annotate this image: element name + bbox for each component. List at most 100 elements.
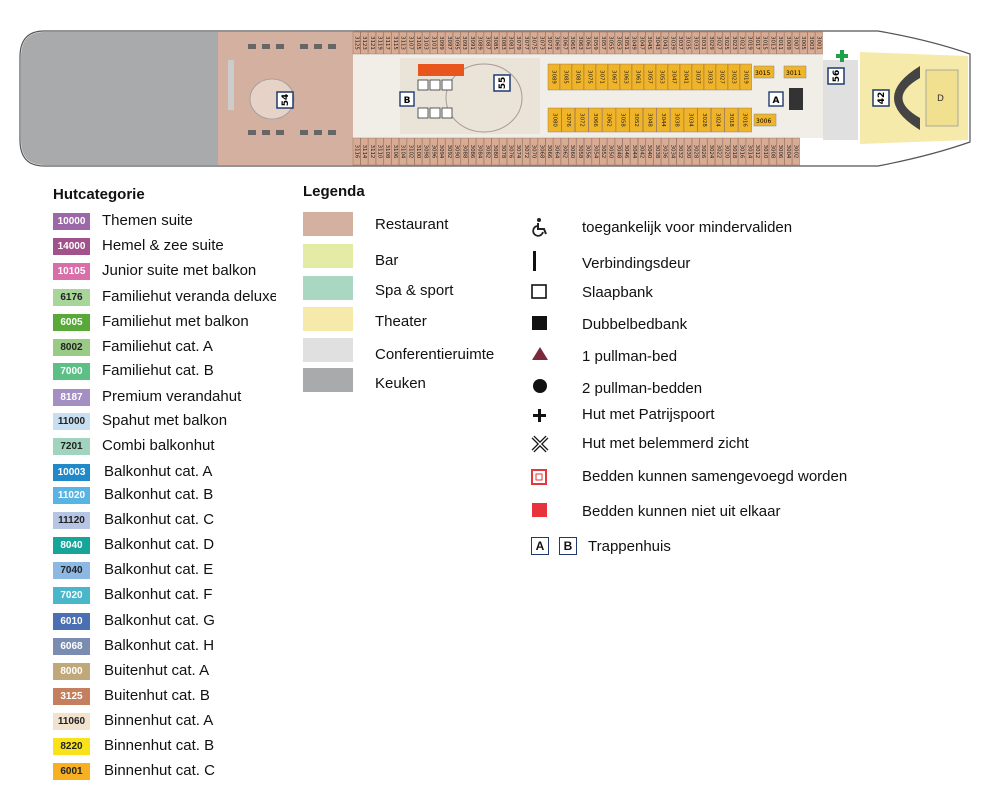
cabin-3021 bbox=[738, 31, 746, 55]
cabin-3108 bbox=[383, 137, 392, 166]
cabin-label: 3074 bbox=[515, 145, 521, 159]
cabin-label: 3077 bbox=[523, 36, 529, 50]
cabin-3001 bbox=[815, 31, 823, 55]
kitchen-area bbox=[21, 32, 218, 165]
cabin-3011-label: 3011 bbox=[786, 70, 801, 77]
category-label: Balkonhut cat. B bbox=[104, 486, 214, 503]
cabin-3084 bbox=[476, 137, 484, 166]
cabin-3032 bbox=[676, 137, 685, 166]
inner-cabin-3044 bbox=[656, 107, 671, 133]
stair-steps bbox=[789, 88, 803, 110]
cabin-3015 bbox=[761, 31, 769, 55]
category-label: Familiehut veranda deluxe bbox=[102, 288, 276, 305]
pullman-bed-icon bbox=[532, 347, 548, 360]
stairwell-a-label: A bbox=[773, 96, 780, 106]
inner-cabin-3038 bbox=[670, 107, 684, 133]
cabin-3025 bbox=[722, 31, 731, 55]
cabin-3076 bbox=[506, 137, 515, 166]
cabin-3007 bbox=[791, 31, 800, 55]
beds-fixed-icon bbox=[532, 503, 547, 517]
cabin-3082 bbox=[483, 137, 492, 166]
cabin-3023 bbox=[730, 31, 739, 55]
cabin-3043 bbox=[653, 31, 661, 55]
cabin-label: 3019 bbox=[746, 36, 752, 50]
inner-cabin-label: 3041 bbox=[683, 70, 689, 84]
cabin-3054 bbox=[591, 137, 600, 166]
cabin-label: 3015 bbox=[762, 36, 768, 50]
category-code-badge: 11120 bbox=[53, 512, 90, 529]
cabin-label: 3038 bbox=[654, 145, 660, 159]
area-55-label: 55 bbox=[498, 77, 508, 90]
cabin-label: 3069 bbox=[554, 36, 560, 50]
cabin-3113 bbox=[399, 31, 407, 55]
cabin-label: 3009 bbox=[785, 36, 791, 50]
cabin-label: 3104 bbox=[400, 145, 406, 159]
inner-cabin-3072 bbox=[575, 107, 589, 133]
stairwell-b-marker bbox=[399, 91, 415, 107]
inner-cabin-label: 3072 bbox=[579, 113, 585, 127]
cabin-3003 bbox=[807, 31, 816, 55]
cabin-label: 3024 bbox=[708, 145, 714, 159]
cabin-3055 bbox=[607, 31, 615, 55]
inner-cabin-label: 3028 bbox=[701, 113, 707, 127]
cabin-3100 bbox=[414, 137, 423, 166]
cabin-3087 bbox=[483, 31, 492, 55]
cabin-label: 3071 bbox=[546, 36, 552, 50]
cabin-label: 3002 bbox=[793, 145, 799, 159]
category-label: Balkonhut cat. C bbox=[104, 511, 215, 528]
cabin-label: 3101 bbox=[430, 36, 436, 50]
category-code-badge: 7040 bbox=[53, 562, 90, 579]
cabin-label: 3032 bbox=[677, 145, 683, 159]
cabin-label: 3063 bbox=[577, 36, 583, 50]
cabin-label: 3064 bbox=[554, 145, 560, 159]
category-code-badge: 6068 bbox=[53, 638, 90, 655]
cabin-label: 3014 bbox=[746, 145, 752, 159]
cabin-3062 bbox=[560, 137, 569, 166]
cabin-label: 3099 bbox=[438, 36, 444, 50]
cabin-3107 bbox=[406, 31, 415, 55]
cabin-3053 bbox=[614, 31, 623, 55]
cabin-3029 bbox=[707, 31, 715, 55]
cabin-label: 3119 bbox=[376, 36, 382, 50]
category-label: Hemel & zee suite bbox=[102, 237, 224, 254]
cabin-3011 bbox=[776, 31, 785, 55]
category-label: Balkonhut cat. D bbox=[104, 536, 215, 553]
inner-cabin-3048 bbox=[643, 107, 657, 133]
cabin-label: 3005 bbox=[800, 36, 806, 50]
cabin-3075 bbox=[530, 31, 538, 55]
cabin-label: 3117 bbox=[384, 36, 390, 50]
cabin-label: 3106 bbox=[392, 145, 398, 159]
cabin-label: 3072 bbox=[523, 145, 529, 159]
cabin-label: 3068 bbox=[538, 145, 544, 159]
cabin-label: 3110 bbox=[376, 145, 382, 159]
cabin-3005 bbox=[799, 31, 808, 55]
inner-cabin-3080 bbox=[547, 107, 562, 133]
category-code-badge: 8040 bbox=[53, 537, 90, 554]
inner-cabin-label: 3052 bbox=[633, 113, 639, 127]
cabin-label: 3051 bbox=[623, 36, 629, 50]
category-label: Balkonhut cat. A bbox=[104, 463, 213, 480]
inner-cabin-label: 3044 bbox=[660, 113, 666, 127]
category-code-badge: 6176 bbox=[53, 289, 90, 306]
inner-cabin-label: 3048 bbox=[647, 113, 653, 127]
cabin-3093 bbox=[460, 31, 469, 55]
category-label: Balkonhut cat. H bbox=[104, 637, 215, 654]
cabin-3036 bbox=[661, 137, 669, 166]
inner-cabin-label: 3053 bbox=[659, 70, 665, 84]
inner-cabin-label: 3061 bbox=[635, 70, 641, 84]
cabin-label: 3022 bbox=[716, 145, 722, 159]
restaurant-center bbox=[249, 78, 295, 120]
cabin-3097 bbox=[445, 31, 453, 55]
inner-cabin-label: 3034 bbox=[687, 113, 693, 127]
category-code-badge: 8220 bbox=[53, 738, 90, 755]
cabin-label: 3088 bbox=[461, 145, 467, 159]
cabin-3010 bbox=[761, 137, 769, 166]
inner-cabin-3023 bbox=[727, 63, 740, 91]
cabin-label: 3027 bbox=[715, 36, 721, 50]
cabin-3069 bbox=[553, 31, 561, 55]
stairwell-icon-b: B bbox=[559, 537, 577, 555]
cabin-3092 bbox=[445, 137, 453, 166]
